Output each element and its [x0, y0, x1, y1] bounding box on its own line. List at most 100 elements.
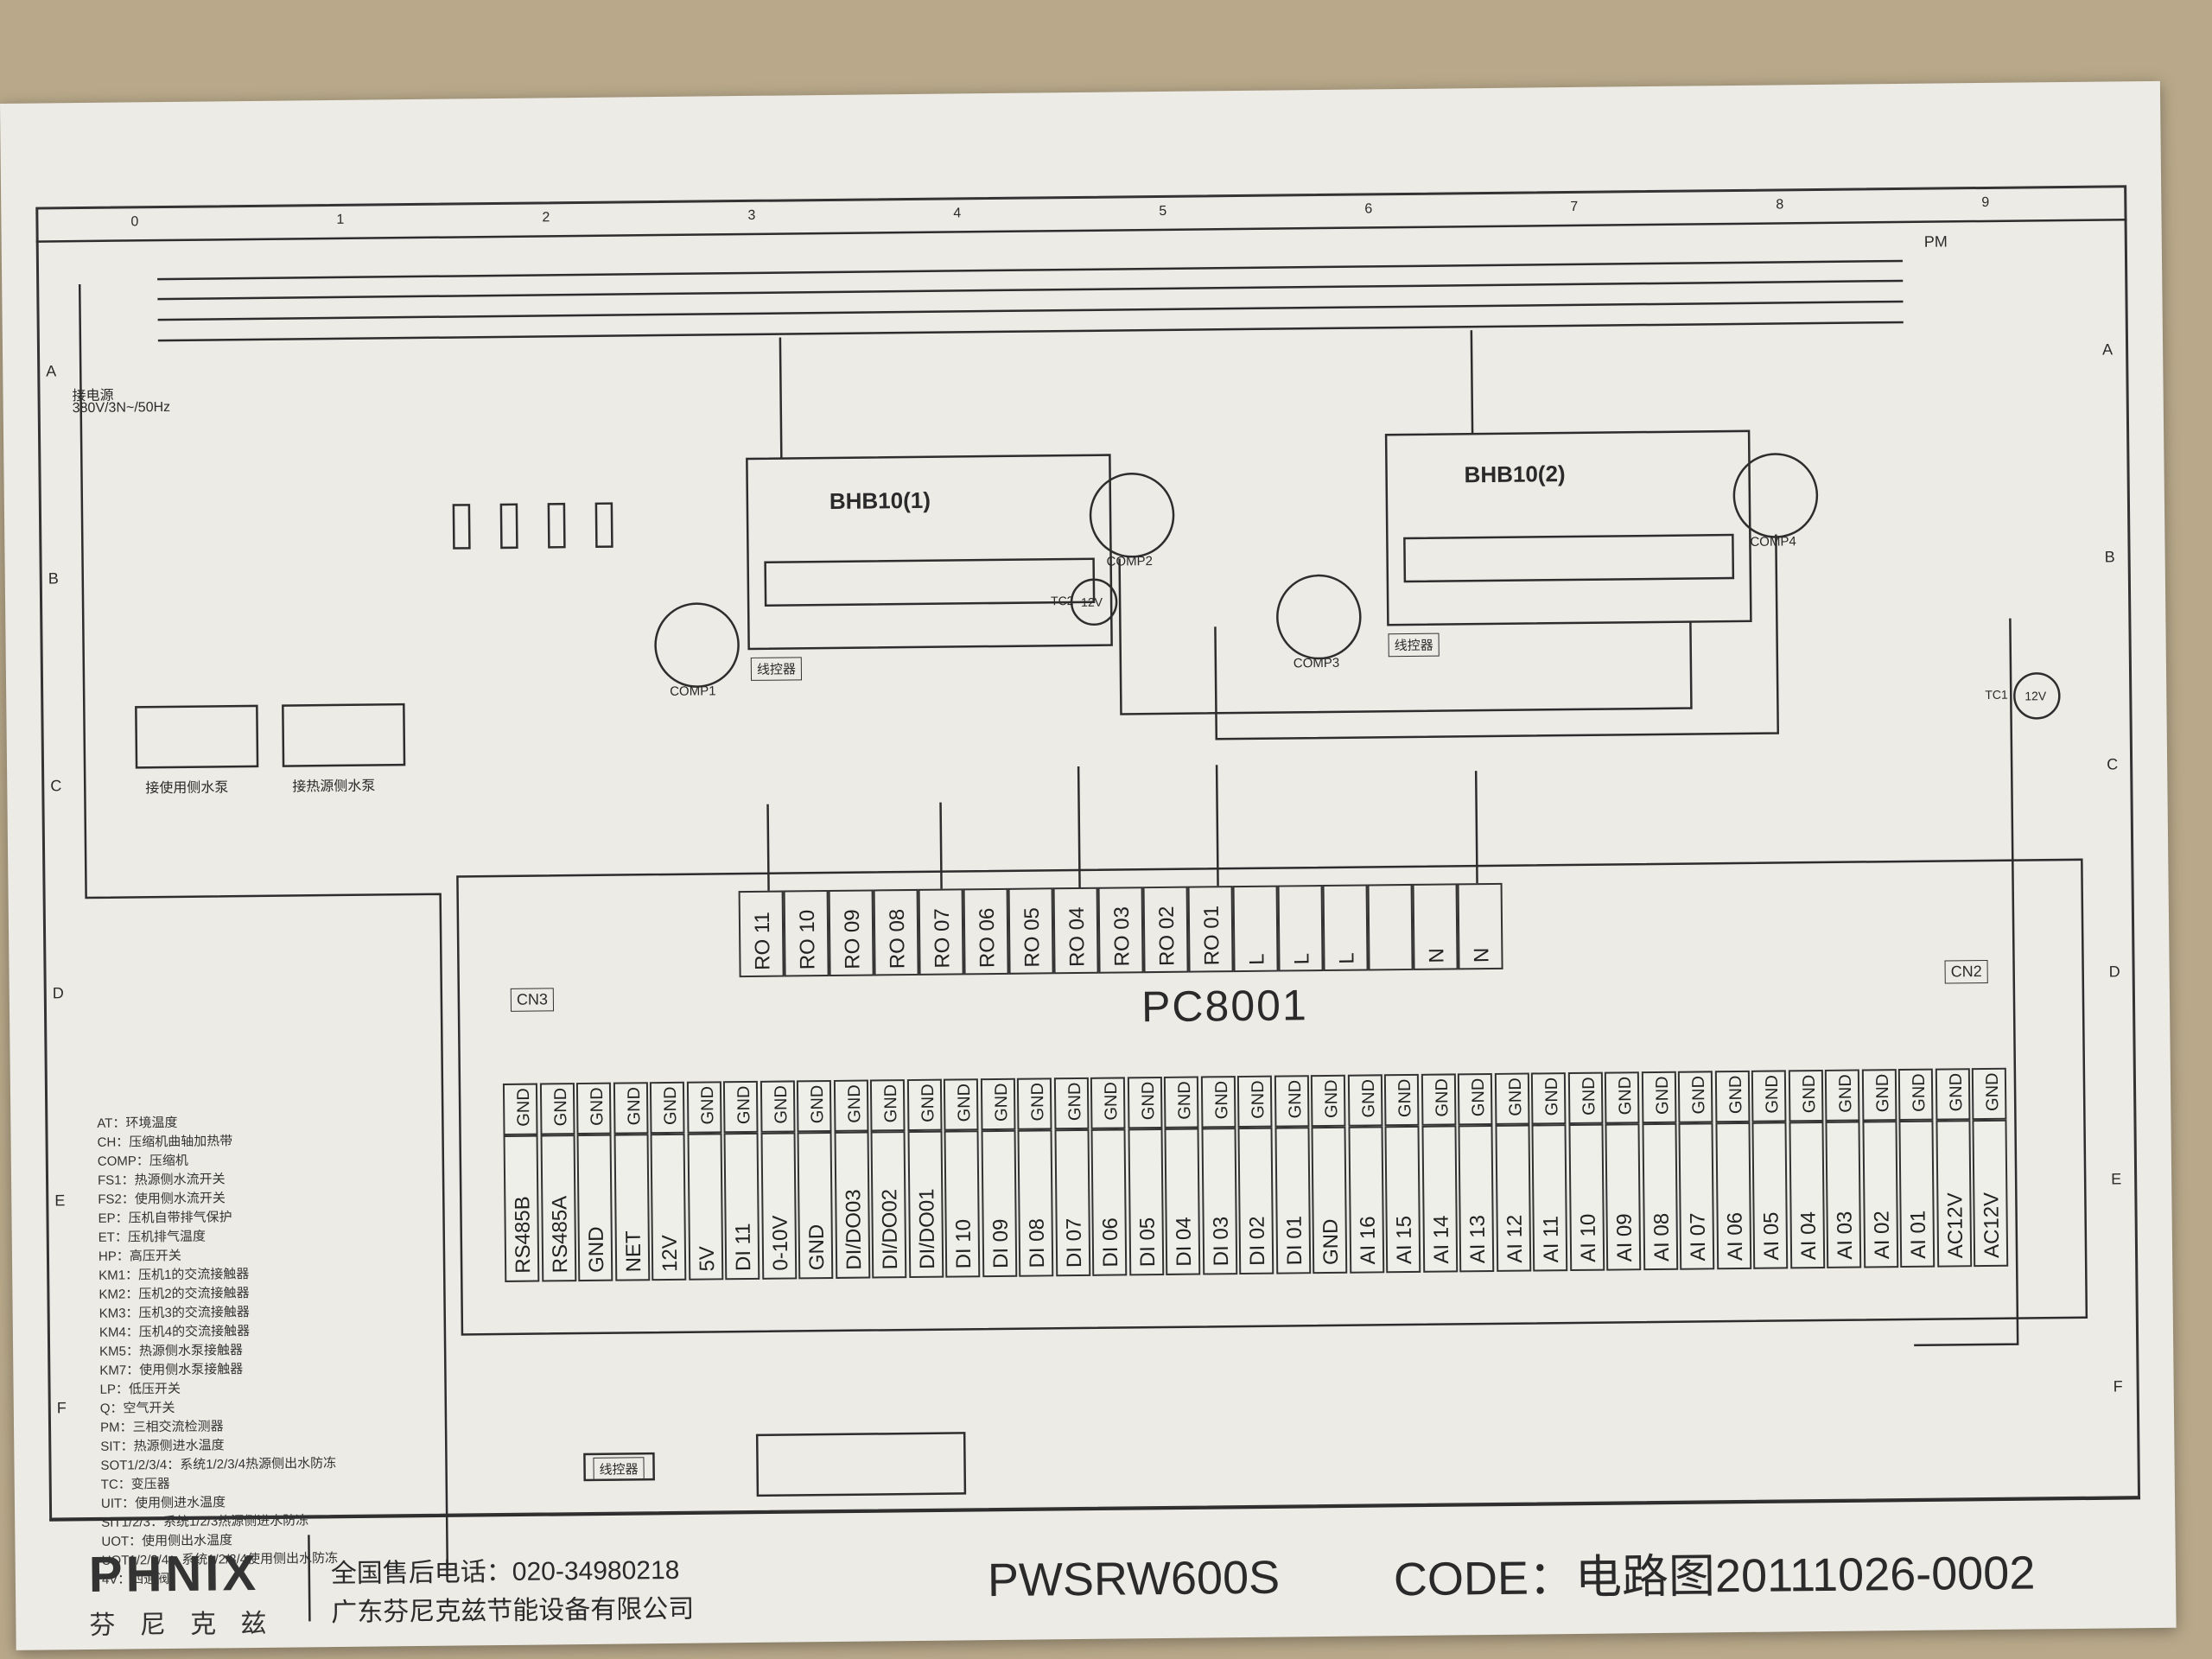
gnd-label: GND: [1505, 1077, 1525, 1116]
signal-terminal: 5V: [687, 1133, 723, 1281]
signal-terminal: AI 07: [1678, 1122, 1715, 1270]
signal-terminal: DI 03: [1200, 1128, 1237, 1275]
terminal-label: L: [1245, 953, 1269, 965]
main-board-title: PC8001: [1141, 981, 1309, 1032]
signal-terminal-label: GND: [584, 1226, 609, 1273]
gnd-terminal: GND: [1457, 1072, 1493, 1126]
relay-output-terminal: RO 07: [918, 888, 964, 976]
gnd-label: GND: [660, 1086, 681, 1126]
signal-terminal-label: DI 11: [731, 1223, 756, 1272]
signal-terminal-label: DI 06: [1098, 1217, 1123, 1268]
gnd-label: GND: [1615, 1076, 1636, 1116]
gnd-label: GND: [624, 1086, 644, 1126]
gnd-terminal: GND: [649, 1081, 685, 1135]
gnd-terminal: GND: [760, 1080, 796, 1133]
relay-output-terminal: RO 02: [1142, 886, 1189, 974]
relay-output-terminal: L: [1232, 885, 1279, 973]
gnd-label: GND: [807, 1084, 828, 1124]
relay-output-terminal: RO 05: [1007, 887, 1054, 975]
relay-output-terminal: RO 03: [1097, 887, 1144, 974]
gnd-terminal: GND: [1861, 1069, 1897, 1122]
legend-item: CH：压缩机曲轴加热带: [97, 1134, 233, 1150]
signal-terminal-label: DI 03: [1209, 1216, 1233, 1267]
gnd-label: GND: [991, 1083, 1011, 1122]
gnd-label: GND: [1027, 1082, 1048, 1122]
gnd-terminal: GND: [1677, 1071, 1713, 1123]
gnd-terminal: GND: [1090, 1077, 1126, 1129]
gnd-terminal: GND: [1824, 1069, 1860, 1122]
gnd-terminal: GND: [1897, 1068, 1934, 1122]
gnd-terminal: GND: [1971, 1067, 2007, 1121]
gnd-terminal: GND: [1274, 1075, 1309, 1128]
row-letter: A: [2102, 340, 2113, 359]
row-letter: E: [54, 1192, 66, 1210]
column-number: 9: [1981, 194, 1990, 210]
gnd-label: GND: [1835, 1074, 1856, 1113]
gnd-label: GND: [1211, 1080, 1231, 1120]
row-letter: B: [48, 569, 59, 588]
compressor-4-label: COMP4: [1750, 534, 1796, 550]
signal-terminal: AI 09: [1605, 1123, 1642, 1271]
signal-terminal: DI 02: [1237, 1127, 1274, 1275]
signal-terminal: AI 13: [1458, 1124, 1495, 1273]
relay-output-terminal: N: [1457, 882, 1503, 970]
gnd-terminal: GND: [686, 1081, 722, 1134]
relay-output-terminal: L: [1322, 884, 1369, 972]
gnd-label: GND: [513, 1088, 534, 1127]
signal-terminal-label: AI 11: [1539, 1215, 1564, 1263]
terminal-label: N: [1425, 948, 1449, 963]
sub-board-1-title: BHB10(1): [829, 486, 931, 514]
gnd-terminal: GND: [1347, 1074, 1382, 1127]
signal-terminal: RS485A: [540, 1135, 576, 1282]
compressor-2-label: COMP2: [1106, 554, 1154, 569]
legend-item: Q：空气开关: [99, 1400, 175, 1416]
signal-terminal-label: AI 12: [1503, 1214, 1527, 1263]
legend-item: SOT1/2/3/4：系统1/2/3/4热源侧出水防冻: [100, 1456, 337, 1473]
gnd-label: GND: [1101, 1082, 1122, 1121]
transformer-tc1-label: TC1: [1985, 687, 2008, 702]
terminal-label: RO 01: [1199, 905, 1224, 966]
signal-terminal-label: DI 04: [1172, 1217, 1197, 1267]
signal-terminal: AI 10: [1567, 1123, 1605, 1272]
legend-item: KM5：热源侧水泵接触器: [99, 1343, 244, 1359]
heat-pump-label: 接热源侧水泵: [292, 779, 376, 795]
signal-terminal-label: GND: [804, 1224, 830, 1271]
signal-terminal-label: RS485B: [511, 1196, 536, 1274]
terminal-label: N: [1470, 947, 1494, 963]
signal-terminal-label: DI 01: [1282, 1215, 1306, 1266]
signal-terminal: AI 05: [1751, 1122, 1789, 1269]
signal-terminal-label: AI 01: [1906, 1210, 1931, 1259]
gnd-terminal: GND: [1567, 1071, 1603, 1125]
signal-terminal-label: AI 04: [1796, 1211, 1821, 1261]
gnd-label: GND: [1432, 1078, 1452, 1117]
gnd-label: GND: [1468, 1077, 1489, 1117]
row-letter: C: [50, 777, 62, 795]
schematic-lines: [35, 218, 2141, 1622]
signal-terminal: AI 15: [1384, 1125, 1421, 1274]
signal-terminal-label: AI 03: [1833, 1211, 1858, 1260]
legend-item: FS1：热源侧水流开关: [97, 1172, 226, 1188]
signal-terminal-label: AI 16: [1356, 1216, 1380, 1265]
gnd-terminal: GND: [1383, 1073, 1420, 1127]
signal-terminal-label: DI 09: [988, 1218, 1013, 1269]
gnd-label: GND: [1872, 1073, 1892, 1113]
gnd-label: GND: [1982, 1072, 2003, 1112]
gnd-label: GND: [1541, 1077, 1562, 1116]
gnd-label: GND: [697, 1085, 717, 1125]
column-number: 4: [953, 206, 962, 221]
gnd-label: GND: [880, 1084, 901, 1123]
gnd-terminal: GND: [1494, 1072, 1529, 1125]
gnd-terminal: GND: [1053, 1077, 1089, 1130]
signal-terminal-label: AI 06: [1723, 1211, 1747, 1262]
signal-terminal: AI 04: [1788, 1121, 1825, 1269]
signal-terminal: AI 12: [1494, 1124, 1531, 1272]
gnd-terminal: GND: [1935, 1068, 1970, 1121]
terminal-label: RO 05: [1020, 907, 1045, 968]
signal-terminal: NET: [613, 1134, 650, 1281]
row-letter: A: [46, 362, 57, 380]
legend-item: PM：三相交流检测器: [99, 1419, 224, 1435]
signal-terminal: 12V: [650, 1133, 687, 1281]
sub-board-2-title: BHB10(2): [1464, 461, 1566, 488]
pm-label: PM: [1923, 232, 1948, 251]
